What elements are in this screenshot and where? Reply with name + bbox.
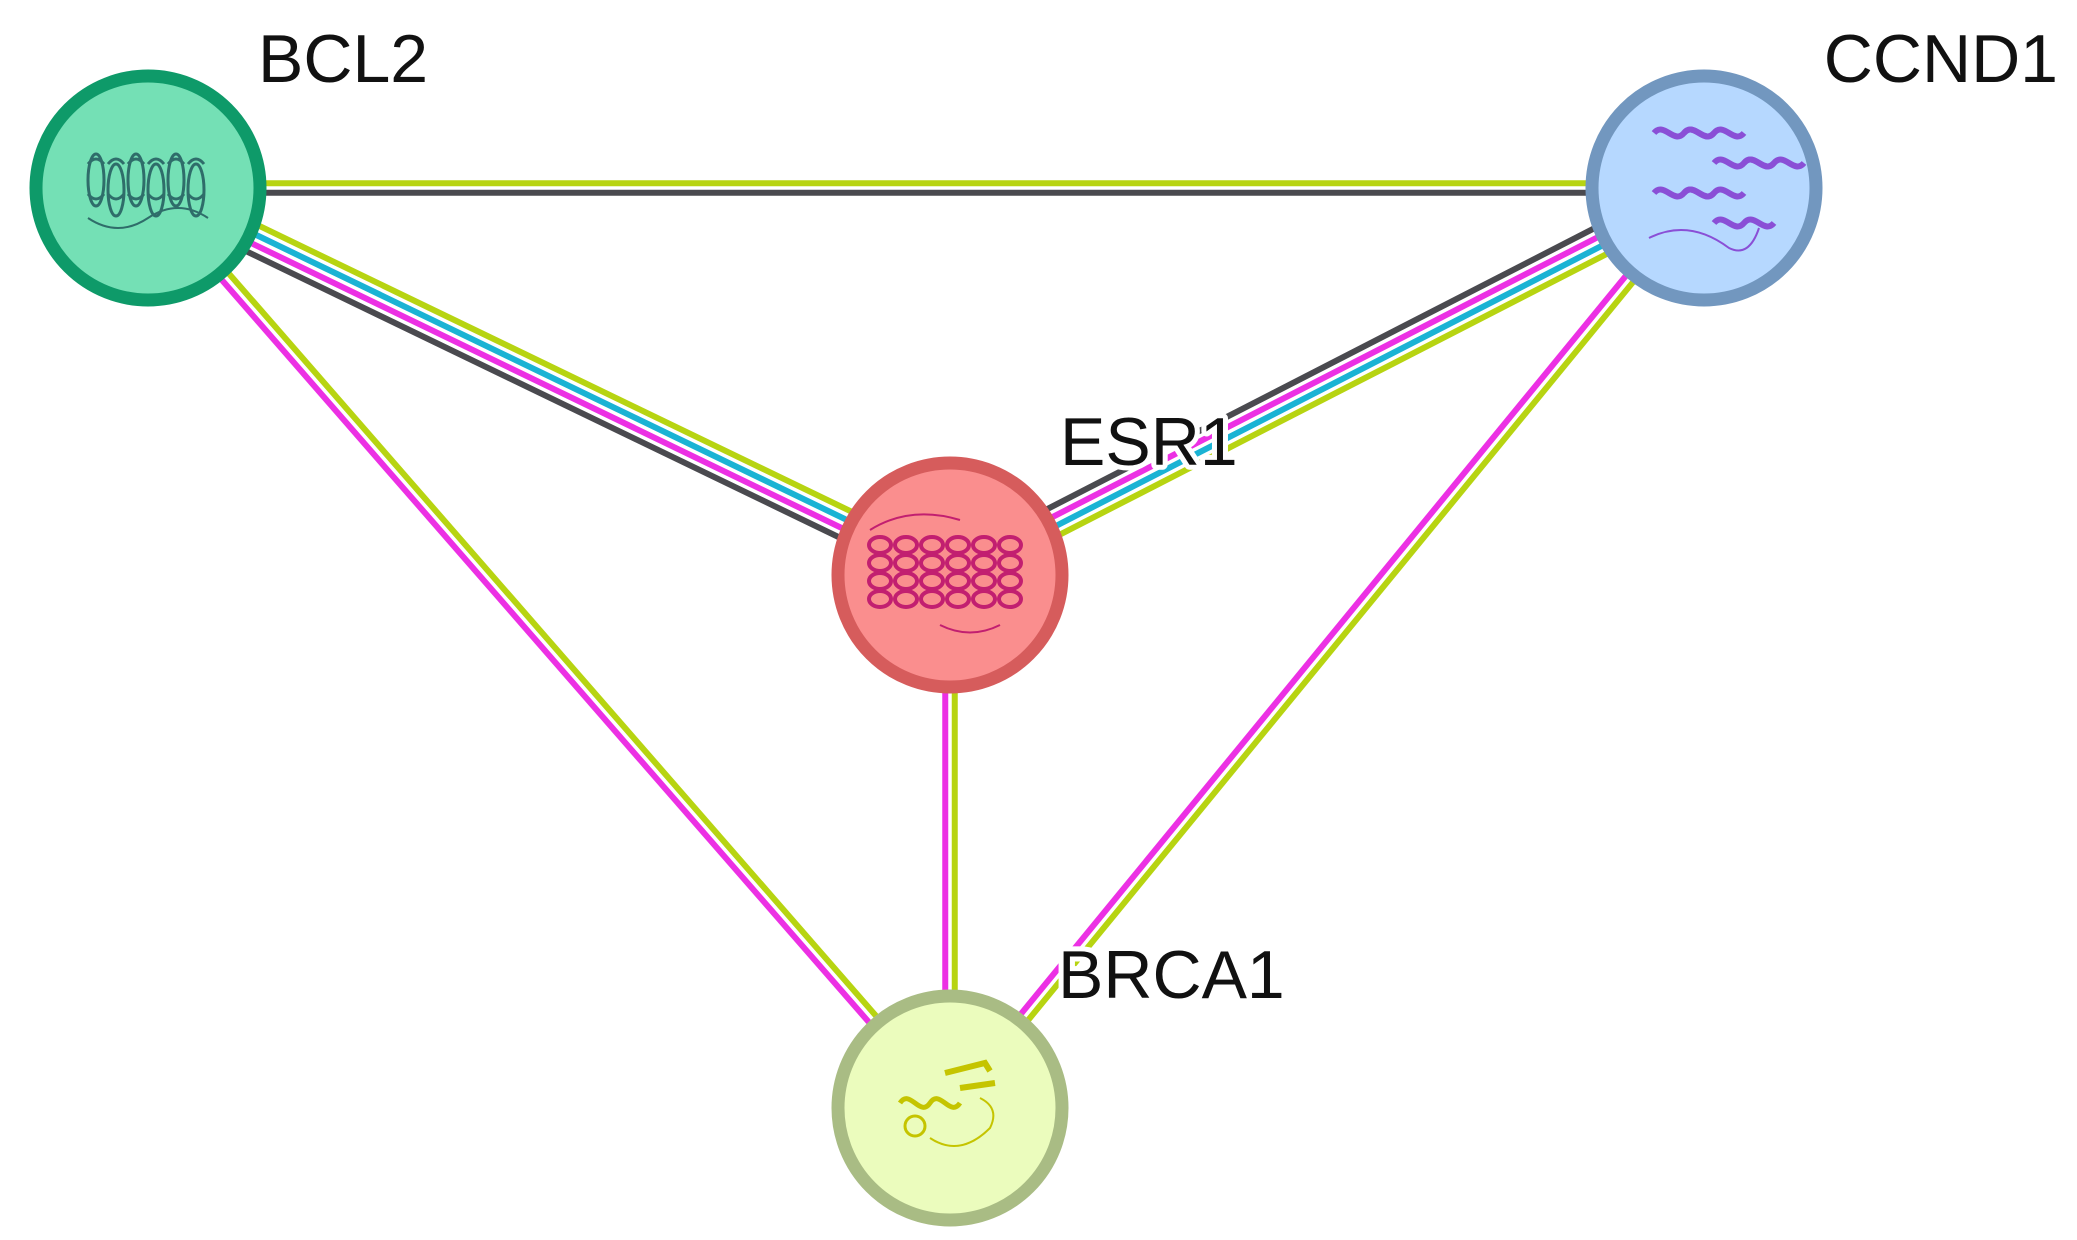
node-label-ccnd1: CCND1 <box>1824 21 2058 97</box>
node-brca1[interactable] <box>831 989 1069 1227</box>
node-ccnd1[interactable] <box>1585 69 1823 307</box>
edge-evidence-line <box>142 189 949 1114</box>
node-esr1[interactable] <box>831 456 1069 694</box>
edge-evidence-line <box>152 172 958 565</box>
edges-layer <box>140 172 1712 1114</box>
edge-evidence-line <box>944 183 1703 1107</box>
node-label-brca1: BRCA1 <box>1058 937 1285 1013</box>
edge-evidence-line <box>955 198 1712 591</box>
edge-evidence-line <box>140 198 946 591</box>
edge-evidence-line <box>950 189 1708 582</box>
edge-ccnd1-esr1[interactable] <box>942 172 1712 591</box>
edge-bcl2-esr1[interactable] <box>140 172 958 591</box>
nodes-layer <box>29 69 1823 1227</box>
protein-structure-icon <box>86 152 209 229</box>
edge-evidence-line <box>144 189 950 582</box>
node-bcl2[interactable] <box>29 69 267 307</box>
protein-structure-icon <box>1648 126 1807 252</box>
protein-structure-icon <box>867 513 1023 634</box>
edge-evidence-line <box>148 181 954 574</box>
edge-evidence-line <box>946 181 1704 574</box>
edge-evidence-line <box>951 189 1710 1113</box>
edge-evidence-line <box>149 182 956 1107</box>
edge-bcl2-brca1[interactable] <box>142 182 956 1114</box>
node-label-esr1: ESR1 <box>1060 404 1238 480</box>
edge-ccnd1-brca1[interactable] <box>944 183 1710 1113</box>
node-label-bcl2: BCL2 <box>258 21 428 97</box>
edge-evidence-line <box>942 172 1699 565</box>
edge-bcl2-ccnd1[interactable] <box>148 180 1704 196</box>
protein-structure-icon <box>897 1059 996 1147</box>
node-circle <box>1585 69 1823 307</box>
